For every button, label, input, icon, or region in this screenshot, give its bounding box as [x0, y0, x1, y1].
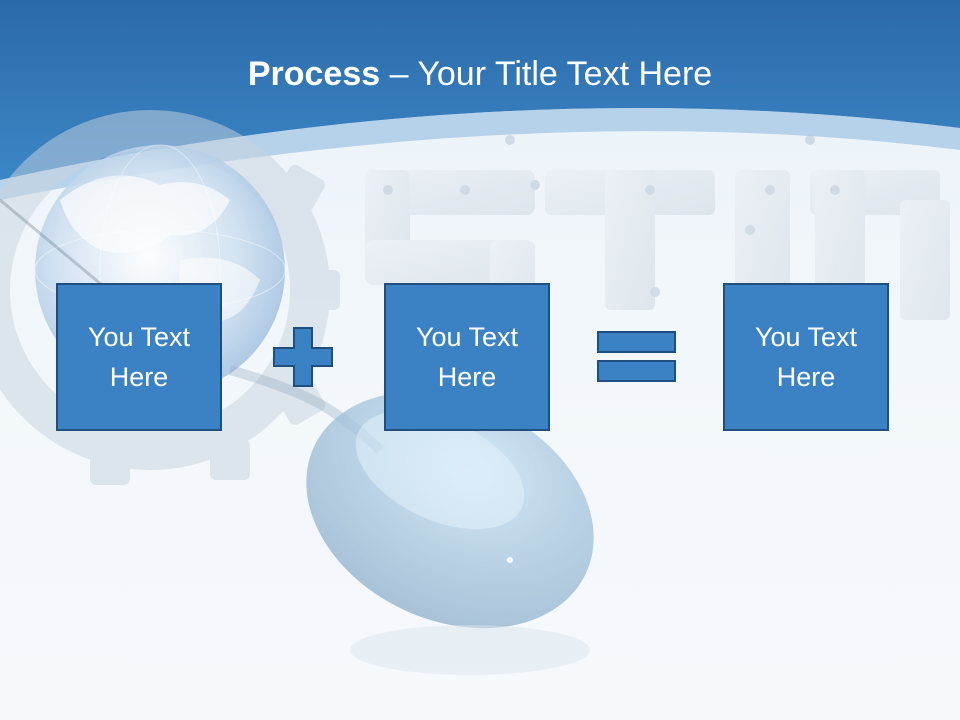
process-box-1[interactable]: You Text Here	[56, 283, 222, 431]
title-bold: Process	[247, 55, 381, 93]
title-rest: Your Title Text Here	[417, 55, 713, 93]
plus-icon[interactable]	[272, 326, 334, 388]
process-box-2-text: You Text Here	[415, 322, 519, 392]
slide-title: Process – Your Title Text Here	[0, 52, 960, 96]
process-box-3-text: You Text Here	[754, 322, 858, 392]
equals-icon[interactable]	[596, 330, 678, 384]
gear-icon	[0, 110, 340, 485]
process-box-3[interactable]: You Text Here	[723, 283, 889, 431]
title-dash: –	[380, 55, 418, 93]
process-box-2[interactable]: You Text Here	[384, 283, 550, 431]
mouse-icon	[306, 391, 594, 675]
process-box-1-text: You Text Here	[87, 322, 191, 392]
metal-letters-art	[365, 135, 950, 320]
